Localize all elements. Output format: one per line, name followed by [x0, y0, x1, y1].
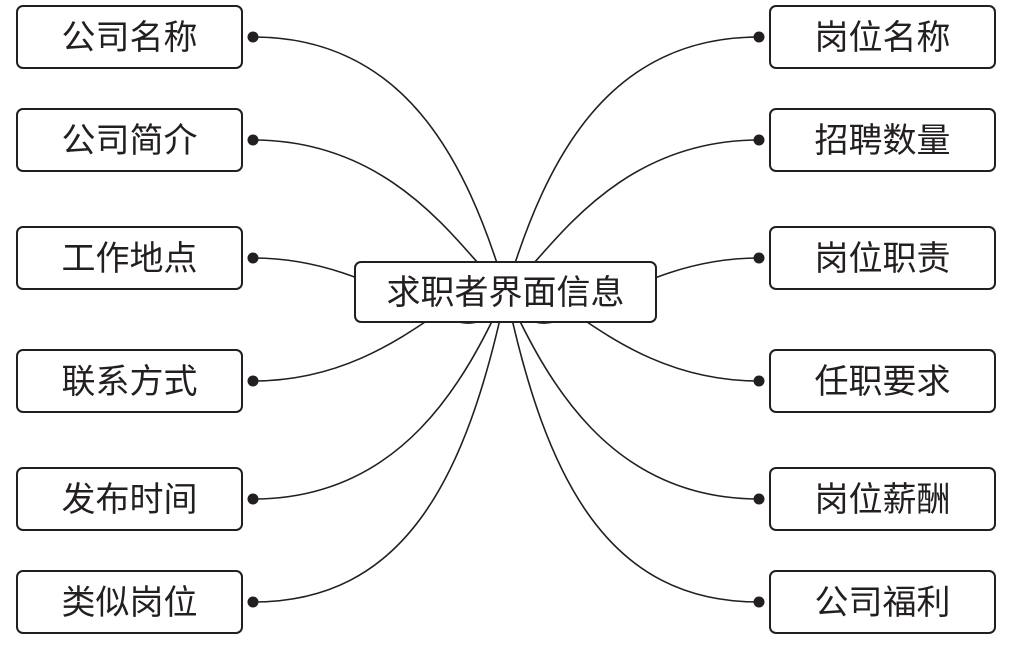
- node-box: [16, 5, 243, 69]
- node-box: [16, 226, 243, 290]
- node-label: 工作地点: [62, 239, 198, 279]
- connector-dot: [753, 134, 765, 146]
- node-label: 岗位职责: [815, 239, 951, 279]
- connector-dot: [247, 252, 259, 264]
- node-label: 岗位薪酬: [815, 480, 951, 520]
- connector-dot: [753, 375, 765, 387]
- node-publish-time: 发布时间: [16, 467, 243, 531]
- node-label: 求职者界面信息: [387, 273, 625, 313]
- node-label: 类似岗位: [62, 583, 198, 623]
- node-label: 任职要求: [815, 362, 951, 402]
- node-box: [769, 349, 996, 413]
- node-label: 岗位名称: [815, 18, 951, 58]
- node-label: 公司名称: [62, 18, 198, 58]
- node-work-location: 工作地点: [16, 226, 243, 290]
- node-box: [769, 108, 996, 172]
- node-job-requirements: 任职要求: [769, 349, 996, 413]
- node-job-title: 岗位名称: [769, 5, 996, 69]
- connector-dot: [753, 596, 765, 608]
- connector-dot: [753, 493, 765, 505]
- node-box: [16, 108, 243, 172]
- node-label: 公司福利: [815, 583, 951, 623]
- edge-job-salary: [505, 291, 760, 500]
- node-company-intro: 公司简介: [16, 108, 243, 172]
- connector-dot: [247, 596, 259, 608]
- node-label: 联系方式: [62, 362, 198, 402]
- node-label: 招聘数量: [815, 121, 951, 161]
- node-label: 公司简介: [62, 121, 198, 161]
- node-box: [769, 226, 996, 290]
- connector-dot: [753, 252, 765, 264]
- node-box: [16, 467, 243, 531]
- node-company-name: 公司名称: [16, 5, 243, 69]
- edge-similar-jobs: [252, 291, 507, 603]
- connector-dot: [247, 134, 259, 146]
- node-box: [769, 467, 996, 531]
- edge-job-title: [505, 36, 760, 293]
- node-box: [769, 5, 996, 69]
- connector-dot: [247, 31, 259, 43]
- node-center: 求职者界面信息: [354, 261, 657, 323]
- connector-dot: [247, 493, 259, 505]
- connector-dot: [247, 375, 259, 387]
- node-box: [769, 570, 996, 634]
- node-box: [16, 570, 243, 634]
- node-label: 发布时间: [62, 480, 198, 520]
- connector-dot: [753, 31, 765, 43]
- node-box: [16, 349, 243, 413]
- node-similar-jobs: 类似岗位: [16, 570, 243, 634]
- node-hiring-count: 招聘数量: [769, 108, 996, 172]
- edge-company-benefits: [505, 291, 760, 603]
- edge-publish-time: [252, 291, 507, 500]
- edge-company-name: [252, 36, 507, 293]
- node-company-benefits: 公司福利: [769, 570, 996, 634]
- node-box: [354, 261, 657, 323]
- node-contact-info: 联系方式: [16, 349, 243, 413]
- node-job-salary: 岗位薪酬: [769, 467, 996, 531]
- node-job-duties: 岗位职责: [769, 226, 996, 290]
